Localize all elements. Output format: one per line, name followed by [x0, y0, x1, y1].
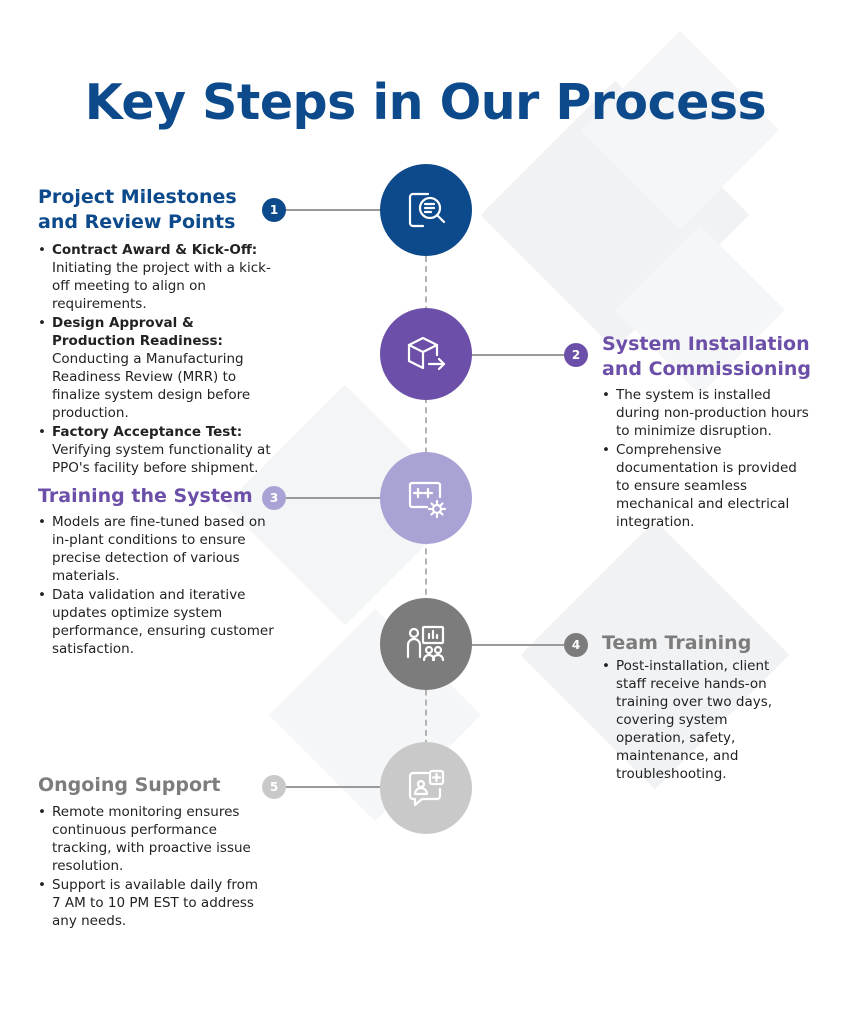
list-item: Contract Award & Kick-Off: Initiating th… — [38, 241, 278, 313]
list-item: The system is installed during non-produ… — [602, 386, 812, 440]
step-1-circle — [380, 164, 472, 256]
step-3-heading: Training the System — [38, 485, 253, 507]
step-3-bullets: Models are fine-tuned based on in-plant … — [38, 513, 278, 659]
box-arrow-icon — [407, 336, 446, 371]
step-4-bullets: Post-installation, client staff receive … — [602, 657, 792, 784]
step-3-badge: 3 — [262, 486, 286, 510]
connector-step-2 — [468, 354, 564, 356]
list-item: Models are fine-tuned based on in-plant … — [38, 513, 278, 585]
list-item: Support is available daily from 7 AM to … — [38, 876, 268, 930]
list-item: Data validation and iterative updates op… — [38, 586, 278, 658]
step-1-heading: Project Milestones and Review Points — [38, 186, 237, 233]
step-2-bullets: The system is installed during non-produ… — [602, 386, 812, 532]
list-item: Comprehensive documentation is provided … — [602, 441, 812, 531]
step-2-badge: 2 — [564, 343, 588, 367]
step-5-heading: Ongoing Support — [38, 774, 221, 796]
page-title: Key Steps in Our Process — [84, 74, 767, 131]
list-item: Post-installation, client staff receive … — [602, 657, 792, 783]
document-search-icon — [408, 192, 446, 228]
step-4-circle — [380, 598, 472, 690]
list-item: Remote monitoring ensures continuous per… — [38, 803, 268, 875]
step-5-badge: 5 — [262, 775, 286, 799]
connector-step-5 — [286, 786, 384, 788]
step-3-circle — [380, 452, 472, 544]
list-item: Factory Acceptance Test: Verifying syste… — [38, 423, 278, 477]
list-item: Design Approval & Production Readiness: … — [38, 314, 278, 422]
step-2-heading: System Installation and Commissioning — [602, 333, 812, 380]
presentation-people-icon — [406, 625, 445, 662]
connector-step-1 — [284, 209, 384, 211]
screen-gear-icon — [408, 481, 447, 519]
step-4-badge: 4 — [564, 633, 588, 657]
support-chat-icon — [408, 769, 445, 807]
step-1-bullets: Contract Award & Kick-Off: Initiating th… — [38, 241, 278, 478]
step-1-badge: 1 — [262, 198, 286, 222]
step-5-bullets: Remote monitoring ensures continuous per… — [38, 803, 268, 931]
connector-step-3 — [286, 497, 384, 499]
step-2-circle — [380, 308, 472, 400]
connector-step-4 — [468, 644, 564, 646]
step-5-circle — [380, 742, 472, 834]
step-4-heading: Team Training — [602, 632, 752, 654]
